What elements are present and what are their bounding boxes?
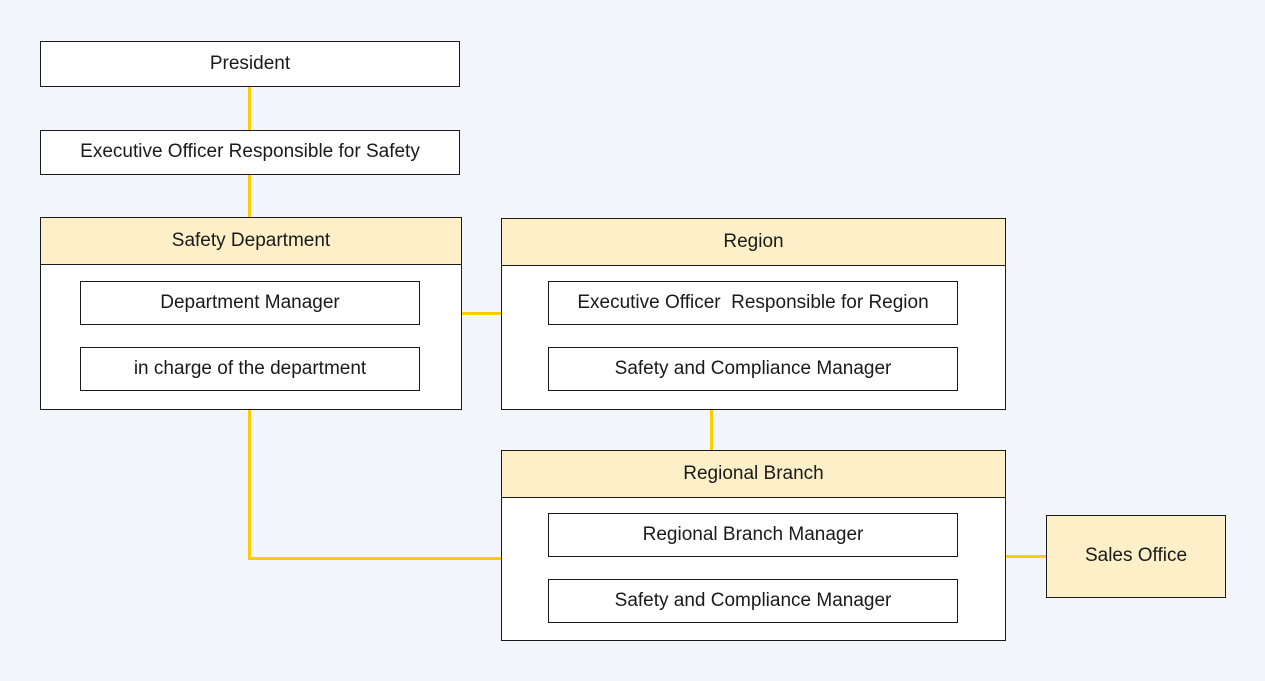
node-president-label: President (209, 52, 291, 74)
group-safety-department-body: Department Manager in charge of the depa… (41, 265, 461, 409)
connector-president-to-executive-officer (248, 84, 251, 132)
group-regional-branch[interactable]: Regional Branch Regional Branch Manager … (501, 450, 1006, 641)
node-executive-officer-safety-label: Executive Officer Responsible for Safety (80, 141, 420, 163)
group-regional-branch-header: Regional Branch (502, 451, 1005, 498)
node-in-charge-of-department[interactable]: in charge of the department (80, 347, 420, 391)
node-region-safety-compliance-manager[interactable]: Safety and Compliance Manager (548, 347, 958, 391)
node-region-safety-compliance-manager-label: Safety and Compliance Manager (614, 358, 892, 379)
node-regional-branch-manager[interactable]: Regional Branch Manager (548, 513, 958, 557)
connector-regional-branch-to-sales-office (1004, 555, 1048, 558)
node-department-manager-label: Department Manager (160, 292, 340, 313)
group-safety-department-header: Safety Department (41, 218, 461, 265)
connector-safety-department-drop (248, 407, 251, 560)
node-executive-officer-safety[interactable]: Executive Officer Responsible for Safety (40, 130, 460, 175)
connector-region-to-regional-branch (710, 407, 713, 452)
group-region[interactable]: Region Executive Officer Responsible for… (501, 218, 1006, 410)
connector-executive-officer-to-safety-department (248, 173, 251, 219)
group-region-body: Executive Officer Responsible for Region… (502, 266, 1005, 409)
group-region-header: Region (502, 219, 1005, 266)
node-branch-safety-compliance-manager[interactable]: Safety and Compliance Manager (548, 579, 958, 623)
node-president[interactable]: President (40, 41, 460, 87)
node-branch-safety-compliance-manager-label: Safety and Compliance Manager (614, 590, 892, 611)
group-safety-department-title: Safety Department (171, 230, 331, 251)
node-executive-officer-region[interactable]: Executive Officer Responsible for Region (548, 281, 958, 325)
group-regional-branch-body: Regional Branch Manager Safety and Compl… (502, 498, 1005, 640)
connector-safety-department-to-regional-branch (248, 557, 503, 560)
node-sales-office[interactable]: Sales Office (1046, 515, 1226, 598)
group-regional-branch-title: Regional Branch (683, 463, 824, 484)
node-department-manager[interactable]: Department Manager (80, 281, 420, 325)
node-executive-officer-region-label: Executive Officer Responsible for Region (577, 292, 929, 313)
group-region-title: Region (723, 231, 784, 252)
connector-safety-department-to-region (459, 312, 503, 315)
group-safety-department[interactable]: Safety Department Department Manager in … (40, 217, 462, 410)
node-in-charge-of-department-label: in charge of the department (133, 358, 367, 379)
node-regional-branch-manager-label: Regional Branch Manager (642, 524, 864, 545)
node-sales-office-label: Sales Office (1084, 545, 1188, 567)
